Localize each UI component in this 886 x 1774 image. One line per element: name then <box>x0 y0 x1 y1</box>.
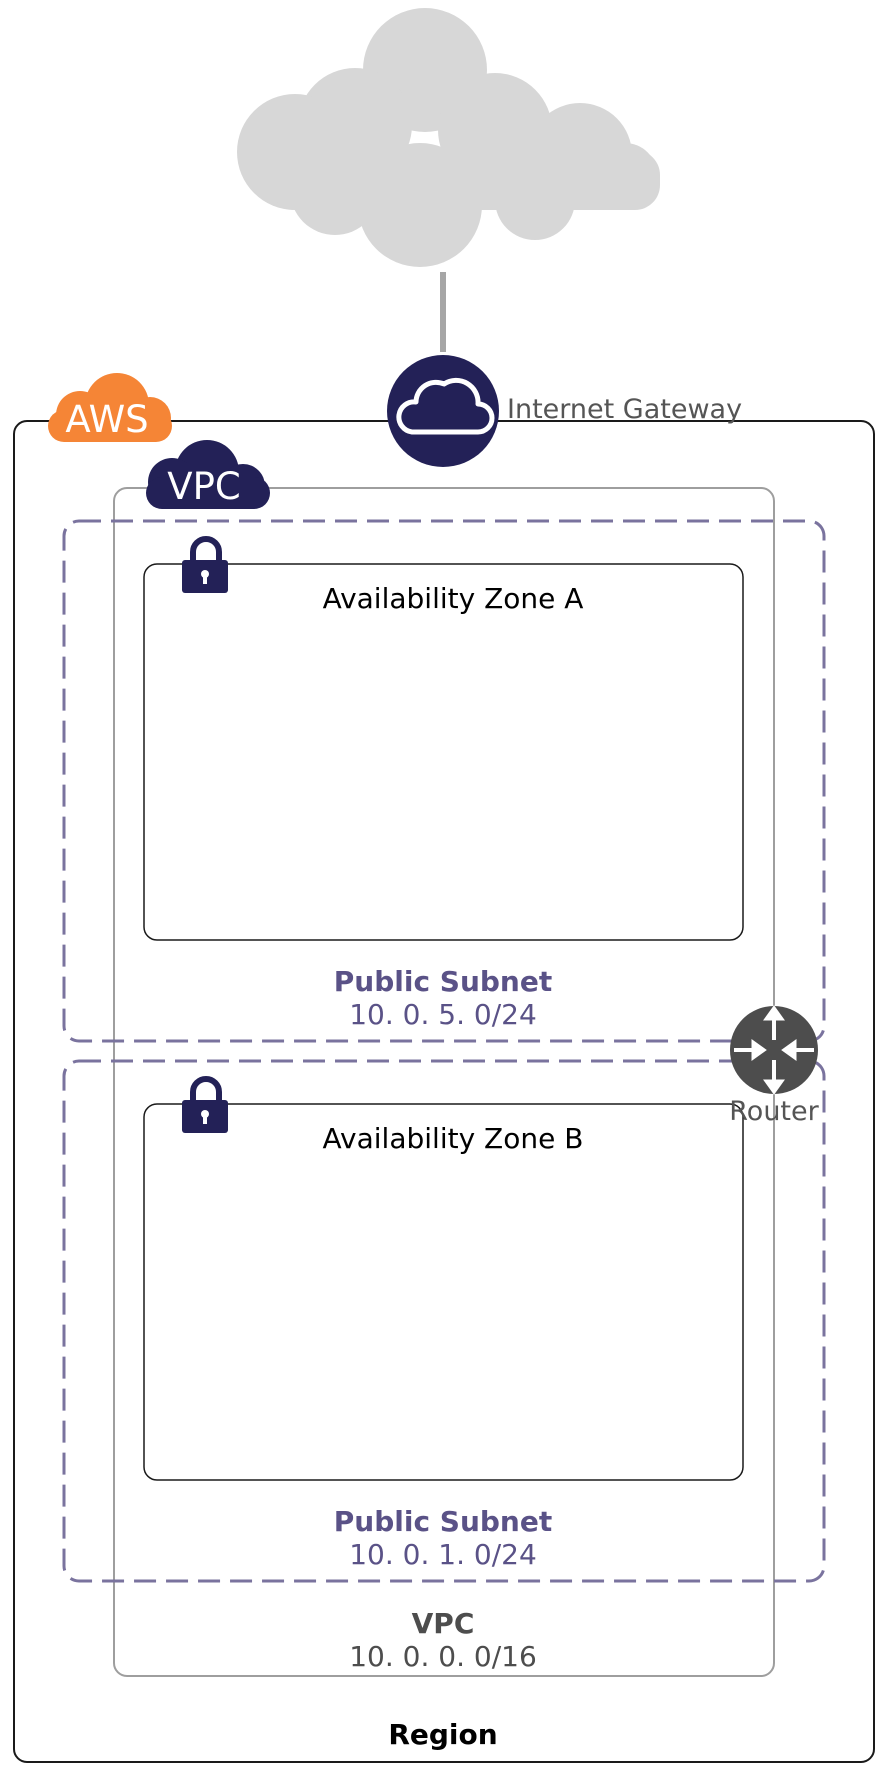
availability-zone-b-title: Availability Zone B <box>323 1122 584 1155</box>
vpc-cidr: 10. 0. 0. 0/16 <box>349 1640 537 1673</box>
vpc-badge: VPC <box>146 440 270 509</box>
subnet-b-cidr: 10. 0. 1. 0/24 <box>349 1538 537 1571</box>
region-label: Region <box>388 1718 497 1751</box>
vpc-badge-label: VPC <box>167 465 240 508</box>
internet-cloud-icon <box>237 8 660 267</box>
cloud-icon <box>396 377 495 435</box>
router-label: Router <box>729 1096 819 1127</box>
vpc-title: VPC <box>412 1607 475 1640</box>
internet-gateway-label: Internet Gateway <box>507 394 742 425</box>
availability-zone-b-box <box>143 1103 744 1481</box>
subnet-a-box <box>62 519 826 1043</box>
aws-label: AWS <box>65 398 148 441</box>
subnet-a-title: Public Subnet <box>334 965 553 998</box>
availability-zone-a-title: Availability Zone A <box>323 582 584 615</box>
router: Router <box>729 1005 820 1127</box>
subnet-b-box <box>62 1059 826 1583</box>
availability-zone-a-box <box>143 563 744 941</box>
lock-icon <box>182 536 228 593</box>
router-icon <box>734 1005 814 1095</box>
lock-icon <box>182 1076 228 1133</box>
aws-badge: AWS <box>48 373 172 442</box>
subnet-b-title: Public Subnet <box>334 1505 553 1538</box>
internet-gateway: Internet Gateway <box>387 355 742 467</box>
subnet-a-cidr: 10. 0. 5. 0/24 <box>349 998 537 1031</box>
